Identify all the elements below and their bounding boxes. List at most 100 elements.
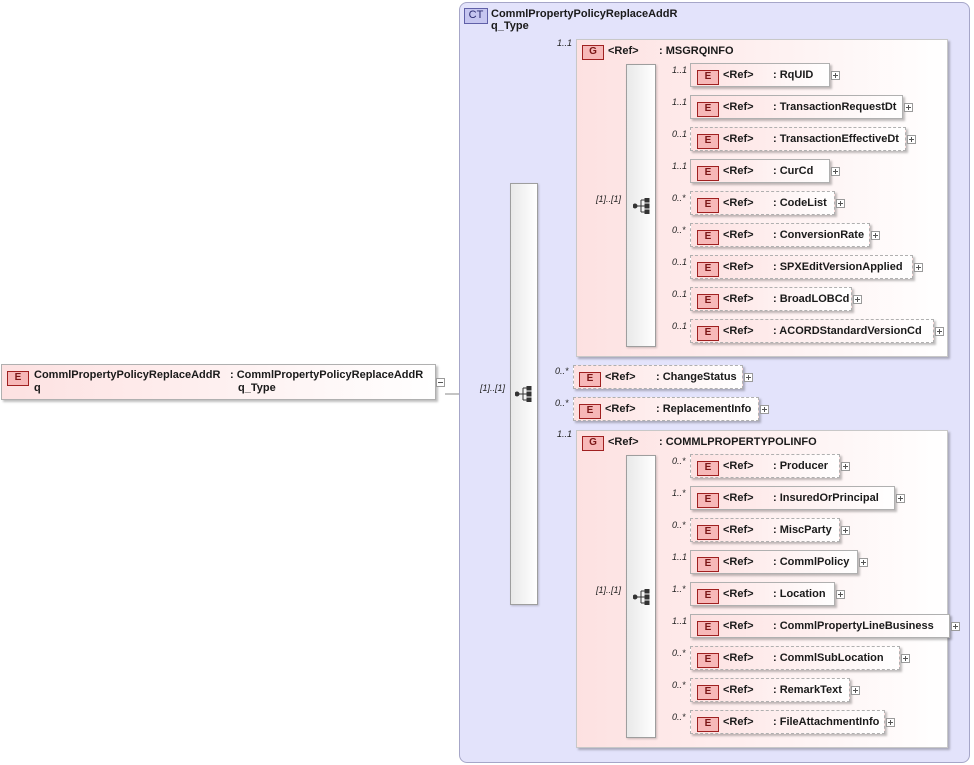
expand-icon[interactable] [896,494,905,503]
group-ref-label: <Ref> [608,45,639,57]
element-name: : FileAttachmentInfo [773,716,880,728]
element-name: : SPXEditVersionApplied [773,261,903,273]
expand-icon[interactable] [851,686,860,695]
expand-icon[interactable] [831,71,840,80]
element-ref-label: <Ref> [723,620,754,632]
element-name: : RemarkText [773,684,842,696]
element-ref-label: <Ref> [723,69,754,81]
expand-icon[interactable] [935,327,944,336]
element-badge: E [697,230,719,245]
root-element-name-line1: CommlPropertyPolicyReplaceAddR [34,369,221,381]
group-name: : MSGRQINFO [659,45,734,57]
element-badge: E [697,134,719,149]
expand-icon[interactable] [904,103,913,112]
element-ref-label: <Ref> [723,524,754,536]
group-badge: G [582,436,604,451]
element-ref-label: <Ref> [723,460,754,472]
element-cardinality: 1..1 [672,552,688,562]
element-ref-label: <Ref> [723,197,754,209]
element-badge: E [697,326,719,341]
expand-icon[interactable] [859,558,868,567]
element-cardinality: 0..* [672,456,686,466]
element-item[interactable]: E<Ref>: CodeList [690,191,835,215]
complex-type-name-line1: CommlPropertyPolicyReplaceAddR [491,8,678,20]
element-name: : CommlPolicy [773,556,850,568]
element-cardinality: 0..* [672,680,686,690]
expand-icon[interactable] [886,718,895,727]
element-badge: E [579,404,601,419]
expand-icon[interactable] [914,263,923,272]
element-name: : ConversionRate [773,229,865,241]
element-cardinality: 0..* [672,225,686,235]
expand-icon[interactable] [841,526,850,535]
expand-icon[interactable] [853,295,862,304]
element-item[interactable]: E<Ref>: RemarkText [690,678,850,702]
element-name: : ACORDStandardVersionCd [773,325,922,337]
element-badge: E [697,621,719,636]
collapse-toggle-icon[interactable] [436,378,445,387]
expand-icon[interactable] [760,405,769,414]
root-element-type-line1: : CommlPropertyPolicyReplaceAddR [230,369,424,381]
element-cardinality: 1..1 [672,161,688,171]
element-cardinality: 0..* [672,193,686,203]
expand-icon[interactable] [836,199,845,208]
element-item[interactable]: E<Ref>: RqUID [690,63,830,87]
element-item[interactable]: E<Ref>: CommlPropertyLineBusiness [690,614,950,638]
element-item[interactable]: E<Ref>: Producer [690,454,840,478]
element-name: : ReplacementInfo [656,403,752,415]
element-item[interactable]: E<Ref>: SPXEditVersionApplied [690,255,913,279]
expand-icon[interactable] [871,231,880,240]
expand-icon[interactable] [744,373,753,382]
expand-icon[interactable] [907,135,916,144]
sequence-icon [633,588,650,605]
element-item[interactable]: E<Ref>: MiscParty [690,518,840,542]
complex-type-name-line2: q_Type [491,20,529,32]
element-item[interactable]: E<Ref>: CurCd [690,159,830,183]
element-ref-label: <Ref> [723,588,754,600]
element-name: : TransactionEffectiveDt [773,133,899,145]
element-name: : RqUID [773,69,814,81]
group-sequence-cardinality: [1]..[1] [596,584,622,595]
element-item[interactable]: E<Ref>: BroadLOBCd [690,287,852,311]
element-item[interactable]: E<Ref>: TransactionEffectiveDt [690,127,906,151]
element-item[interactable]: E<Ref>: ACORDStandardVersionCd [690,319,934,343]
element-item[interactable]: E<Ref>: Location [690,582,835,606]
element-name: : ChangeStatus [656,371,737,383]
group-badge: G [582,45,604,60]
element-badge: E [697,102,719,117]
group-cardinality: 1..1 [557,38,573,48]
element-name: : CommlSubLocation [773,652,884,664]
element-name: : CurCd [773,165,814,177]
group-name: : COMMLPROPERTYPOLINFO [659,436,817,448]
element-item[interactable]: E<Ref>: FileAttachmentInfo [690,710,885,734]
element-item[interactable]: E<Ref>: CommlPolicy [690,550,858,574]
expand-icon[interactable] [841,462,850,471]
element-item[interactable]: E <Ref> : ConversionRate [690,223,870,247]
element-ref-label: <Ref> [723,229,754,241]
group-sequence-cardinality: [1]..[1] [596,193,622,204]
expand-icon[interactable] [836,590,845,599]
element-badge: E [697,493,719,508]
element-cardinality: 1..1 [672,65,688,75]
expand-icon[interactable] [951,622,960,631]
element-name: : Producer [773,460,829,472]
element-item[interactable]: E<Ref>: ReplacementInfo [573,397,759,421]
element-badge: E [7,371,29,386]
element-item[interactable]: E<Ref>: InsuredOrPrincipal [690,486,895,510]
element-cardinality: 0..1 [672,129,688,139]
root-element[interactable]: E CommlPropertyPolicyReplaceAddR q : Com… [1,364,436,400]
element-badge: E [697,166,719,181]
element-item[interactable]: E<Ref>: CommlSubLocation [690,646,900,670]
element-cardinality: 0..* [555,366,569,376]
element-name: : CodeList [773,197,827,209]
element-ref-label: <Ref> [605,371,636,383]
element-item[interactable]: E<Ref>: TransactionRequestDt [690,95,903,119]
expand-icon[interactable] [901,654,910,663]
element-badge: E [579,372,601,387]
element-cardinality: 0..1 [672,321,688,331]
element-item[interactable]: E <Ref> : ChangeStatus [573,365,743,389]
element-ref-label: <Ref> [723,492,754,504]
element-badge: E [697,557,719,572]
expand-icon[interactable] [831,167,840,176]
element-badge: E [697,717,719,732]
